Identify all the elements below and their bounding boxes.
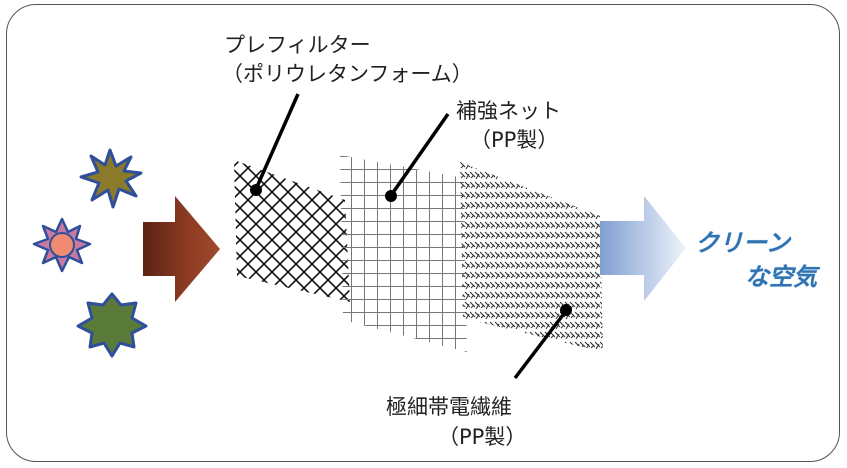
spiky-pollutant-icon [79,148,143,209]
input-arrow [143,196,220,302]
sun-pollutant-icon [32,217,92,273]
mesh-callout-line [390,112,450,196]
prefilter-layer [234,160,350,302]
output-label-line1: クリーン [695,229,790,257]
mesh-layer [340,155,467,352]
fiber-callout-dot [560,304,572,316]
fiber-material-label: （PP製） [438,425,527,449]
fiber-layer [460,162,603,352]
mesh-callout-dot [385,190,397,202]
fiber-name-label: 極細帯電繊維 [386,395,512,419]
fiber-callout-line [513,309,568,380]
prefilter-callout-line [254,93,300,190]
prefilter-callout-dot [250,184,262,196]
diagram-frame [6,4,840,462]
mesh-material-label: （PP製） [470,128,559,152]
mesh-name-label: 補強ネット [456,99,561,123]
prefilter-name-label: プレフィルター [224,33,371,57]
output-label-line2: な空気 [745,263,817,291]
prefilter-material-label: （ポリウレタンフォーム） [222,62,473,86]
output-arrow [600,196,686,301]
heptagram-pollutant-icon [76,292,148,358]
